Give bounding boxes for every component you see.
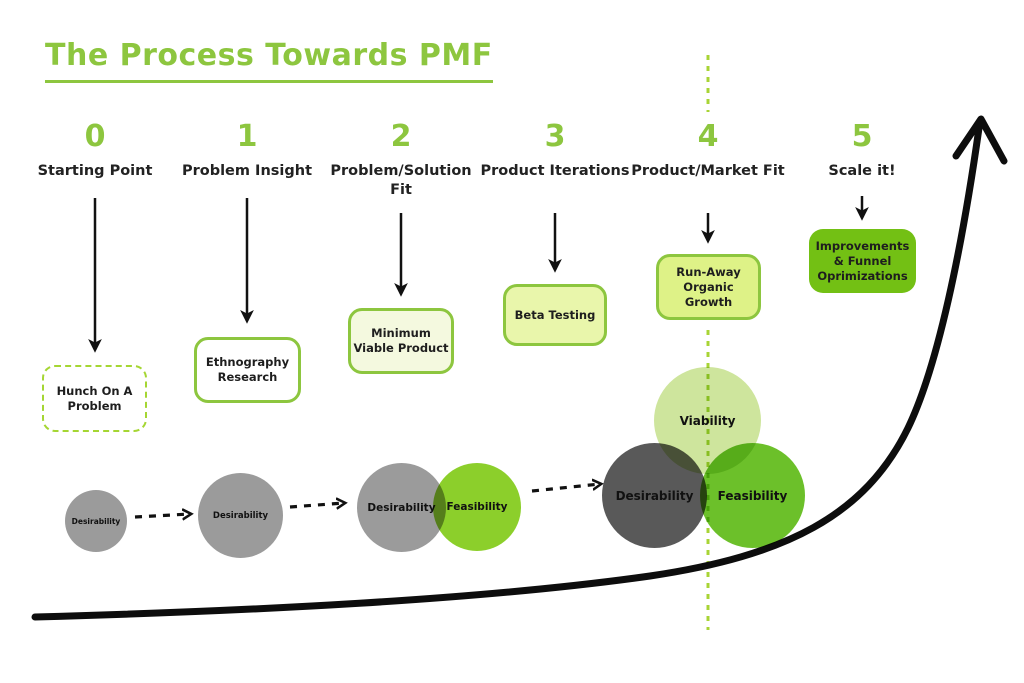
- stage-label: Scale it!: [828, 163, 896, 179]
- stage-number: 2: [390, 119, 412, 154]
- circle-label: Feasibility: [717, 488, 788, 503]
- stage-label: Problem/Solution Fit: [330, 163, 472, 198]
- stage-number: 1: [236, 119, 258, 154]
- stage-box-ethnography: Ethnography Research: [194, 337, 301, 403]
- venn-circle-feasibility-4: Feasibility: [700, 443, 805, 548]
- stage-label: Starting Point: [37, 163, 153, 179]
- venn-circle-desirability-4: Desirability: [602, 443, 707, 548]
- stage-number: 3: [544, 119, 566, 154]
- stage-2-header: 2 Problem/Solution Fit: [322, 120, 480, 200]
- stage-3-header: 3 Product Iterations: [476, 120, 634, 181]
- stage-number: 4: [697, 119, 719, 154]
- venn-circle-feasibility-3: Feasibility: [433, 463, 521, 551]
- stage-0-header: 0 Starting Point: [16, 120, 174, 181]
- stage-label: Product/Market Fit: [631, 163, 785, 179]
- circle-label: Viability: [679, 413, 736, 428]
- stage-box-mvp: Minimum Viable Product: [348, 308, 454, 374]
- stage-label: Product Iterations: [480, 163, 630, 179]
- venn-circle-desirability-1: Desirability: [65, 490, 127, 552]
- stage-box-beta: Beta Testing: [503, 284, 607, 346]
- stage-box-runaway-growth: Run-Away Organic Growth: [656, 254, 761, 320]
- stage-1-header: 1 Problem Insight: [168, 120, 326, 181]
- stage-box-improvements: Improvements & Funnel Oprimizations: [809, 229, 916, 293]
- stage-box-hunch: Hunch On A Problem: [42, 365, 147, 432]
- circle-label: Desirability: [367, 501, 436, 514]
- circle-label: Desirability: [71, 516, 121, 526]
- circle-label: Desirability: [615, 488, 694, 503]
- stage-number: 0: [84, 119, 106, 154]
- page-title: The Process Towards PMF: [45, 38, 493, 83]
- stage-number: 5: [851, 119, 873, 154]
- circle-label: Desirability: [212, 510, 269, 521]
- venn-circle-viability: Viability: [654, 367, 761, 474]
- circle-label: Feasibility: [446, 501, 508, 513]
- growth-curve-arrow: [31, 115, 1008, 621]
- venn-circle-desirability-2: Desirability: [198, 473, 283, 558]
- stage-5-header: 5 Scale it!: [783, 120, 941, 181]
- stage-4-header: 4 Product/Market Fit: [629, 120, 787, 181]
- stage-label: Problem Insight: [181, 163, 313, 179]
- venn-circle-desirability-3: Desirability: [357, 463, 446, 552]
